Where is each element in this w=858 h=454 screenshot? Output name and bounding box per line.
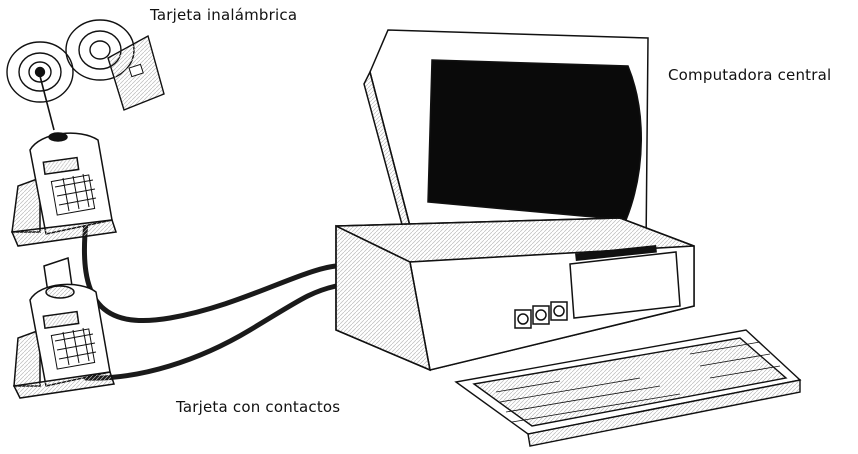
- keyboard-keys: [495, 341, 781, 423]
- cable-contact-reader: [83, 283, 339, 381]
- cable-wireless-reader: [81, 219, 339, 324]
- front-ports: [514, 301, 568, 329]
- floppy-drive-slot: [575, 245, 657, 261]
- computer-monitor: [363, 29, 649, 251]
- contact-card-label: Tarjeta con contactos: [176, 398, 341, 416]
- contactless-card-icon: [65, 19, 165, 111]
- computer-base-unit: [335, 217, 695, 372]
- contact-card-reader: [12, 257, 115, 399]
- central-computer-label: Computadora central: [668, 66, 832, 84]
- keypad-icon: [50, 327, 97, 370]
- keypad-icon: [50, 173, 97, 216]
- cables: [81, 219, 339, 381]
- wireless-card-reader: [10, 132, 117, 247]
- monitor-screen: [427, 59, 642, 221]
- wireless-signal-icon: [6, 41, 74, 131]
- keyboard: [454, 329, 802, 447]
- wireless-card-label: Tarjeta inalámbrica: [150, 6, 298, 24]
